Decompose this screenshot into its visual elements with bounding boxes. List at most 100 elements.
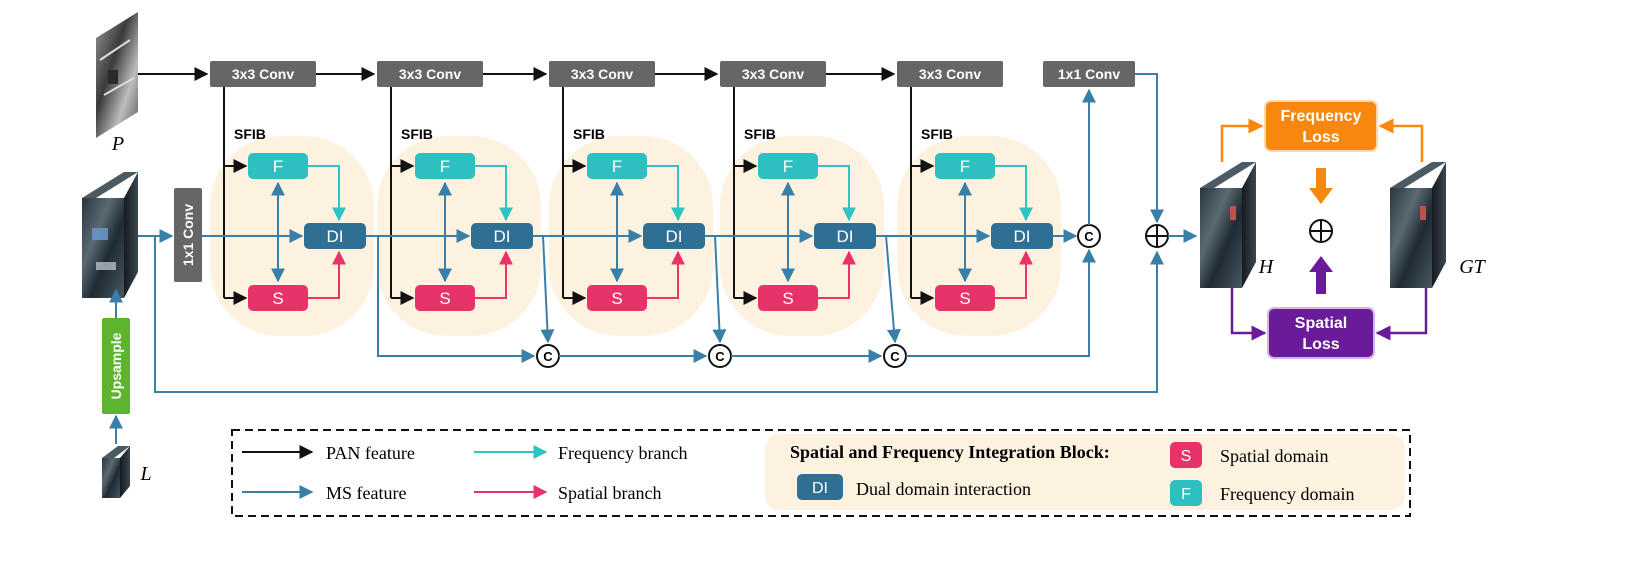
sfib-label: SFIB — [921, 126, 953, 142]
sfib-block-4: SFIB F S DI — [705, 74, 884, 336]
s-box — [758, 285, 818, 311]
legend-pan-text: PAN feature — [326, 443, 415, 463]
conv3x3-label: 3x3 Conv — [742, 66, 804, 82]
s-box-label: S — [439, 289, 450, 308]
concat-label: C — [890, 349, 900, 364]
gt-image — [1390, 162, 1446, 288]
conv3x3-box — [210, 61, 316, 87]
sfib-block-1: SFIB F S DI — [202, 74, 374, 336]
f-to-di-arrow — [647, 165, 685, 222]
ms-skip-line — [154, 236, 1164, 393]
di-box — [991, 223, 1053, 249]
sfib-label: SFIB — [234, 126, 266, 142]
skip-to-concat-arrow — [377, 236, 536, 363]
f-box — [587, 153, 647, 179]
spatial-loss-up-arrow — [1309, 256, 1333, 294]
di-box-label: DI — [494, 227, 511, 246]
gt-to-spatial-loss — [1375, 288, 1428, 341]
conv3x3-box — [720, 61, 826, 87]
final-add-node — [1145, 224, 1169, 248]
f-box-label: F — [612, 157, 622, 176]
s-to-di-arrow — [647, 250, 685, 299]
f-box-label: F — [273, 157, 283, 176]
legend-s-glyph: S — [1181, 448, 1192, 465]
legend-s-text: Spatial domain — [1220, 446, 1328, 466]
h-to-freq-loss — [1220, 118, 1264, 162]
conv3x3-label: 3x3 Conv — [919, 66, 981, 82]
di-box-label: DI — [1014, 227, 1031, 246]
h-label: H — [1258, 256, 1275, 278]
legend-spatial-text: Spatial branch — [558, 483, 661, 503]
concat-label: C — [715, 349, 725, 364]
conv3x3-label: 3x3 Conv — [232, 66, 294, 82]
di-to-concat-arrow — [712, 235, 727, 344]
legend-s-box — [1170, 442, 1202, 468]
f-box-label: F — [783, 157, 793, 176]
gt-to-freq-loss — [1378, 118, 1424, 162]
conv-row: 3x3 Conv 3x3 Conv 3x3 Conv 3x3 Conv 3x3 Conv — [138, 61, 1003, 87]
legend-sfib-title: Spatial and Frequency Integration Block: — [790, 442, 1110, 462]
freq-loss-down-arrow — [1309, 168, 1333, 204]
final-conv1x1-box — [1043, 61, 1135, 87]
sfib-blocks: SFIBFSDISFIBFSDISFIBFSDISFIBFSDISFIBFSDI… — [202, 74, 1096, 368]
conv3x3-label: 3x3 Conv — [571, 66, 633, 82]
s-to-di-arrow — [308, 250, 346, 299]
h-to-spatial-loss — [1230, 288, 1267, 341]
pan-image — [96, 12, 138, 138]
s-box-label: S — [611, 289, 622, 308]
f-box — [248, 153, 308, 179]
concat-to-final-arrow — [906, 248, 1096, 357]
f-box — [758, 153, 818, 179]
f-to-di-arrow — [995, 165, 1033, 222]
s-to-di-arrow — [475, 250, 513, 299]
sfib-label: SFIB — [573, 126, 605, 142]
loss-sum-node — [1309, 219, 1333, 243]
legend-di-glyph: DI — [812, 480, 828, 497]
s-box-label: S — [782, 289, 793, 308]
legend-box — [231, 429, 1411, 517]
spatial-loss-box — [1267, 307, 1375, 359]
legend-di-box — [797, 474, 843, 500]
final-conv1x1-label: 1x1 Conv — [1058, 66, 1120, 82]
f-box — [415, 153, 475, 179]
f-box — [935, 153, 995, 179]
gt-label: GT — [1459, 256, 1486, 278]
di-to-concat-arrow — [540, 235, 555, 344]
upsample-label: Upsample — [108, 332, 124, 399]
conv3x3-box — [897, 61, 1003, 87]
di-box — [471, 223, 533, 249]
legend-ms-text: MS feature — [326, 483, 406, 503]
conv3x3-box — [549, 61, 655, 87]
f-to-di-arrow — [475, 165, 513, 222]
conv3x3-box — [377, 61, 483, 87]
di-box — [814, 223, 876, 249]
frequency-loss-box — [1264, 100, 1378, 152]
sfib-label: SFIB — [744, 126, 776, 142]
s-box-label: S — [272, 289, 283, 308]
f-box-label: F — [440, 157, 450, 176]
s-box — [587, 285, 647, 311]
conv-to-add-line — [1135, 73, 1164, 224]
legend-f-box — [1170, 480, 1202, 506]
legend-f-text: Frequency domain — [1220, 484, 1354, 504]
ms-image — [82, 172, 138, 298]
s-box — [935, 285, 995, 311]
di-box — [643, 223, 705, 249]
ms-lr-image — [102, 446, 130, 498]
f-box-label: F — [960, 157, 970, 176]
spatial-loss-line1: Spatial — [1295, 315, 1347, 332]
concat-label: C — [543, 349, 553, 364]
ms-conv1x1-box — [174, 188, 202, 282]
s-box-label: S — [959, 289, 970, 308]
s-box — [248, 285, 308, 311]
s-box — [415, 285, 475, 311]
di-box-label: DI — [837, 227, 854, 246]
di-box-label: DI — [327, 227, 344, 246]
s-to-di-arrow — [995, 250, 1033, 299]
conv3x3-label: 3x3 Conv — [399, 66, 461, 82]
di-to-concat-arrow — [885, 235, 901, 344]
